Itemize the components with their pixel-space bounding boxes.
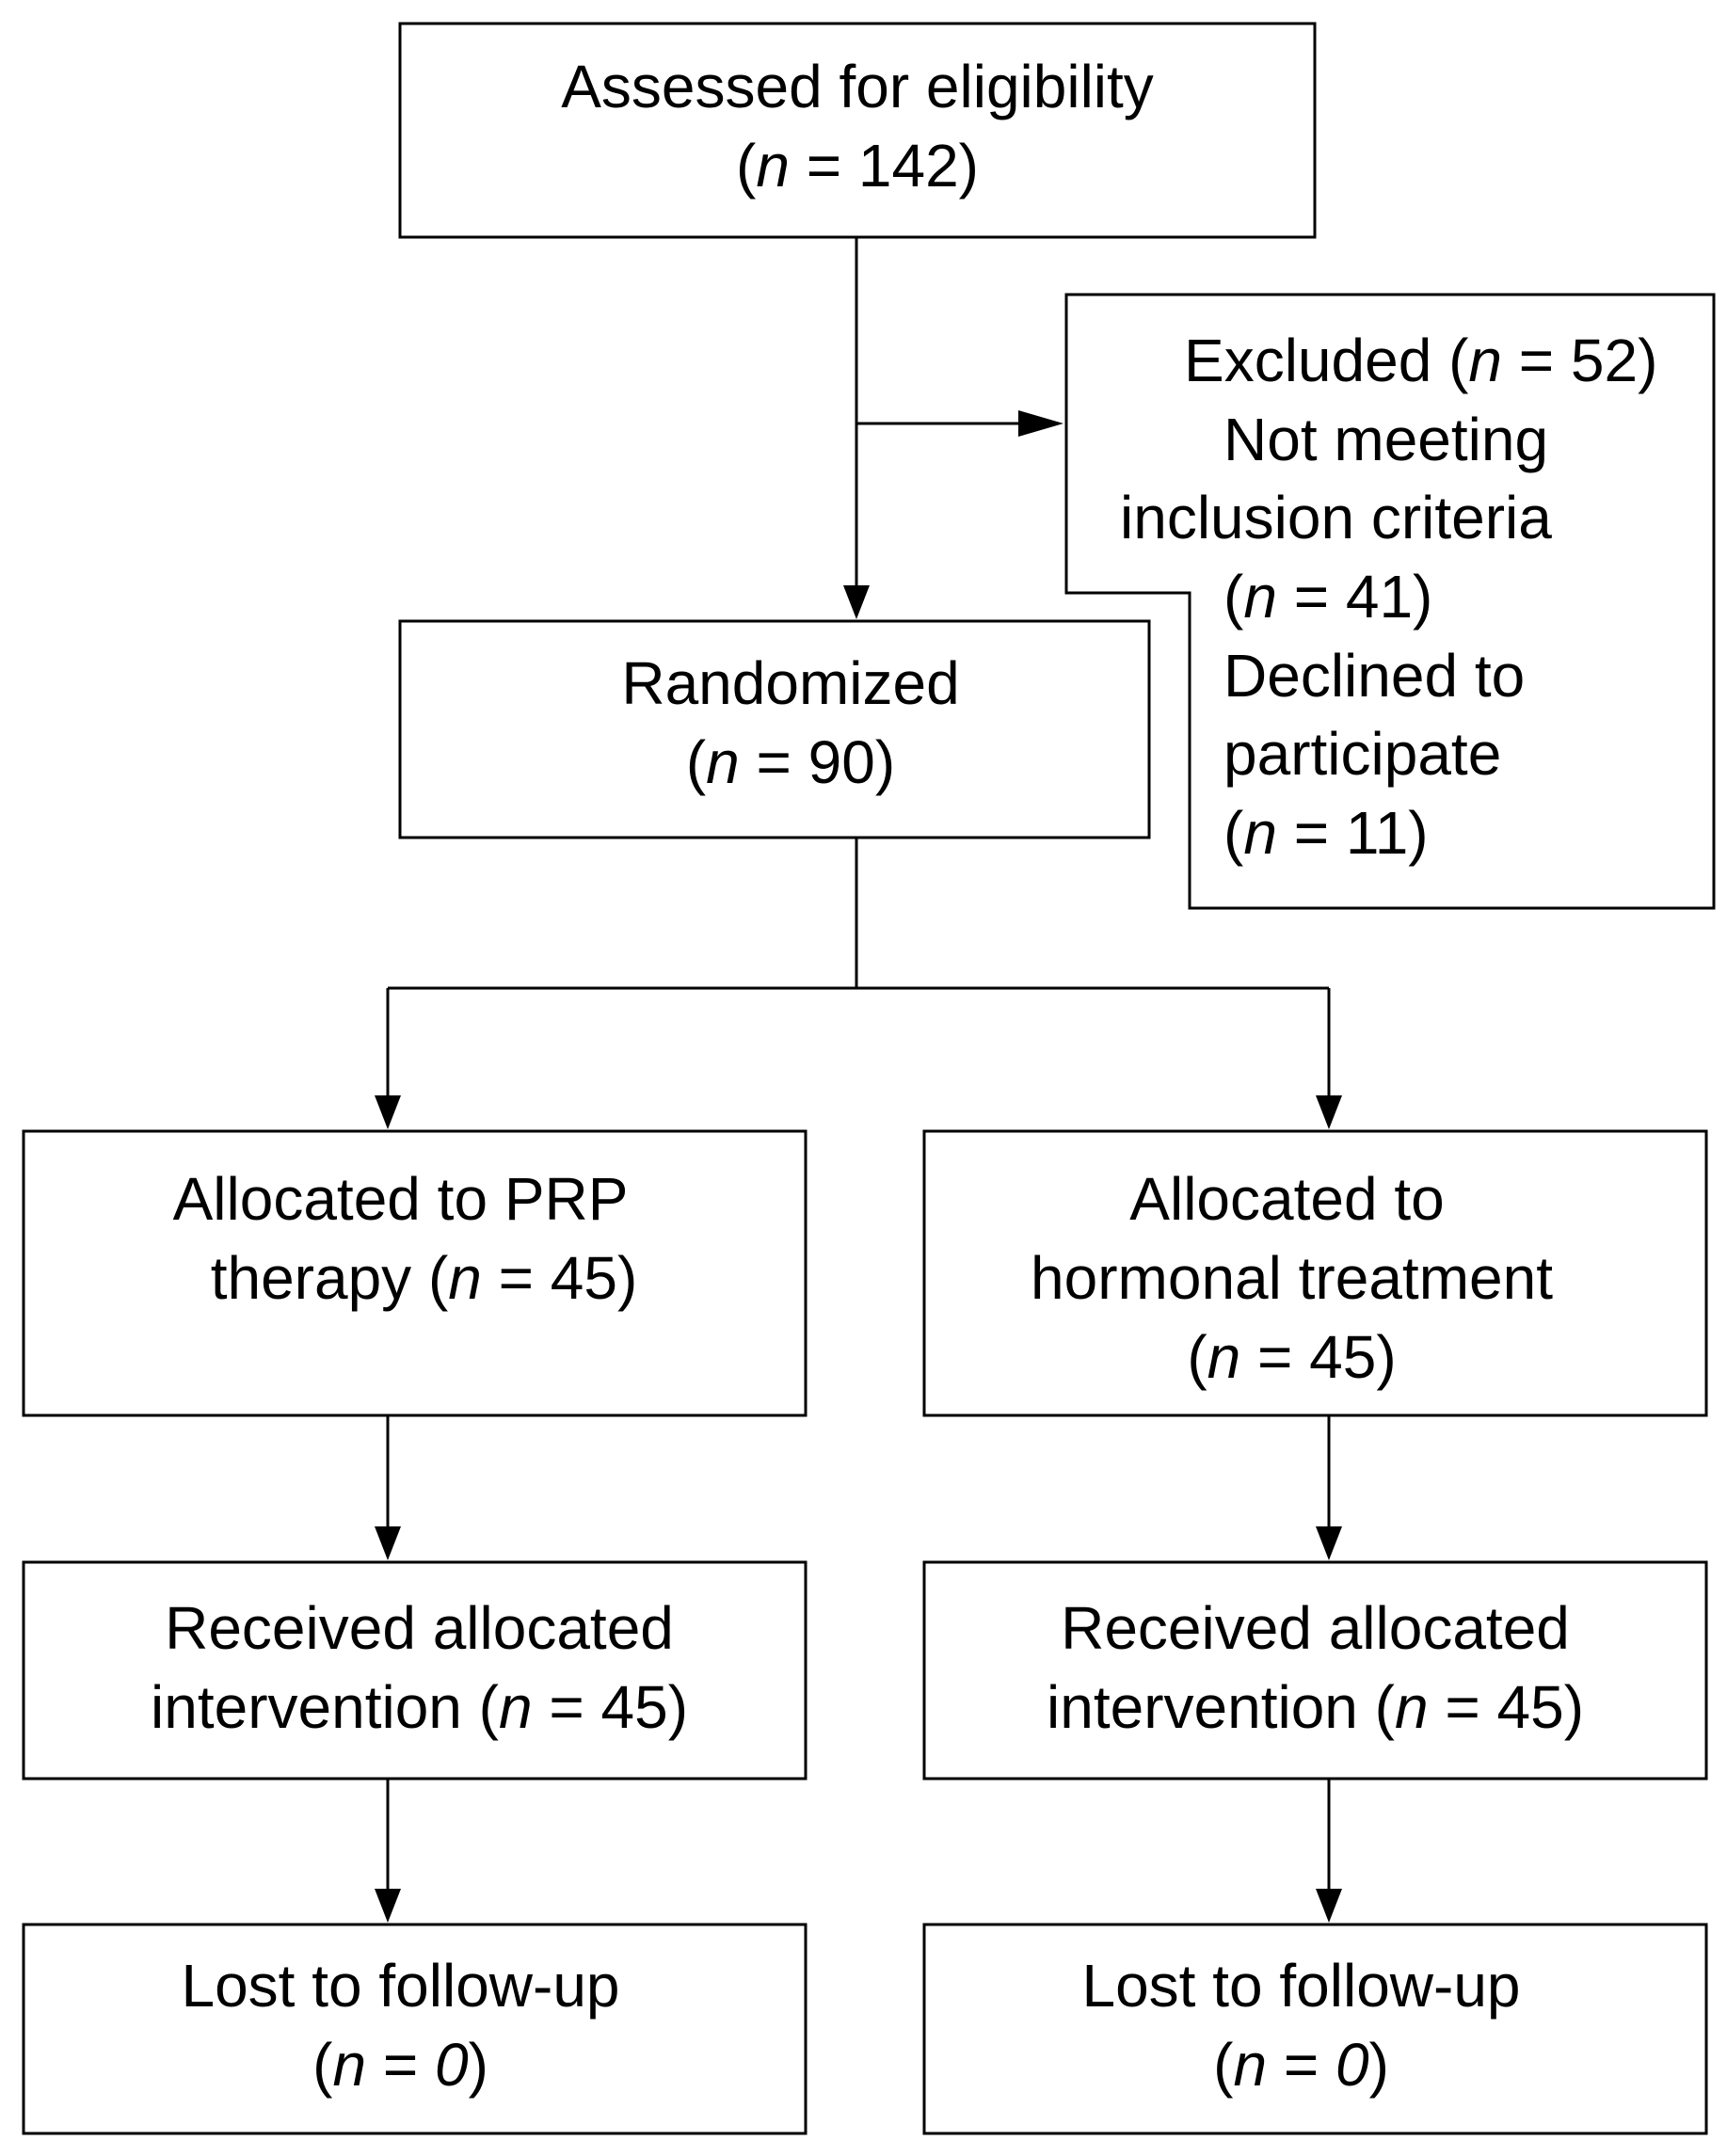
alloc-hormonal-line1: Allocated to bbox=[1129, 1165, 1445, 1233]
alloc-hormonal-count: (n = 45) bbox=[1187, 1323, 1397, 1391]
excluded-heading: Excluded (n = 52) bbox=[1184, 327, 1658, 394]
lost-hormonal-box bbox=[922, 1923, 1708, 2135]
excluded-reason2-line1: Declined to bbox=[1223, 642, 1526, 710]
received-hormonal-text: Received allocated intervention (n = 45) bbox=[924, 1589, 1706, 1747]
alloc-hormonal-text: Allocated to hormonal treatment (n = 45) bbox=[924, 1159, 1706, 1397]
alloc-prp-line2: therapy (n = 45) bbox=[210, 1244, 638, 1312]
assessed-count: (n = 142) bbox=[736, 132, 979, 200]
arrowhead-lost-prp bbox=[375, 1889, 401, 1923]
received-prp-line1: Received allocated bbox=[165, 1594, 674, 1662]
randomized-label: Randomized bbox=[621, 649, 960, 717]
arrowhead-received-hormonal bbox=[1316, 1526, 1342, 1560]
received-prp-line2: intervention (n = 45) bbox=[151, 1673, 688, 1741]
received-hormonal-box bbox=[922, 1560, 1708, 1781]
randomized-box bbox=[398, 619, 1151, 839]
alloc-hormonal-line2: hormonal treatment bbox=[1031, 1244, 1553, 1312]
excluded-box bbox=[1064, 293, 1716, 910]
excluded-reason1-line1: Not meeting bbox=[1223, 406, 1549, 473]
excluded-reason2-line2: participate bbox=[1223, 720, 1502, 788]
excluded-reason1-count: (n = 41) bbox=[1223, 563, 1433, 631]
alloc-prp-box bbox=[22, 1129, 808, 1417]
excluded-reason1-line2: inclusion criteria bbox=[1120, 484, 1552, 551]
excluded-reason2-count: (n = 11) bbox=[1223, 799, 1429, 867]
lost-hormonal-text: Lost to follow-up (n = 0) bbox=[924, 1946, 1706, 2104]
arrowhead-lost-hormonal bbox=[1316, 1889, 1342, 1923]
assessed-text: Assessed for eligibility (n = 142) bbox=[400, 47, 1315, 205]
lost-prp-text: Lost to follow-up (n = 0) bbox=[24, 1946, 806, 2104]
lost-prp-count: (n = 0) bbox=[312, 2031, 488, 2099]
received-prp-box bbox=[22, 1560, 808, 1781]
received-hormonal-line2: intervention (n = 45) bbox=[1047, 1673, 1584, 1741]
randomized-count: (n = 90) bbox=[685, 728, 896, 796]
lost-prp-line1: Lost to follow-up bbox=[181, 1952, 620, 2020]
arrowhead-excluded bbox=[1018, 410, 1063, 437]
received-hormonal-line1: Received allocated bbox=[1061, 1594, 1570, 1662]
arrowhead-alloc-prp bbox=[375, 1095, 401, 1129]
lost-prp-box bbox=[22, 1923, 808, 2135]
arrowhead-randomized bbox=[843, 585, 870, 619]
alloc-prp-line1: Allocated to PRP bbox=[172, 1165, 629, 1233]
lost-hormonal-line1: Lost to follow-up bbox=[1081, 1952, 1521, 2020]
alloc-hormonal-box bbox=[922, 1129, 1708, 1417]
randomized-text: Randomized (n = 90) bbox=[400, 644, 1266, 802]
arrowhead-alloc-hormonal bbox=[1316, 1095, 1342, 1129]
received-prp-text: Received allocated intervention (n = 45) bbox=[24, 1589, 806, 1747]
alloc-prp-text: Allocated to PRP therapy (n = 45) bbox=[24, 1159, 806, 1318]
lost-hormonal-count: (n = 0) bbox=[1213, 2031, 1389, 2099]
assessed-label: Assessed for eligibility bbox=[561, 53, 1154, 120]
arrowhead-received-prp bbox=[375, 1526, 401, 1560]
